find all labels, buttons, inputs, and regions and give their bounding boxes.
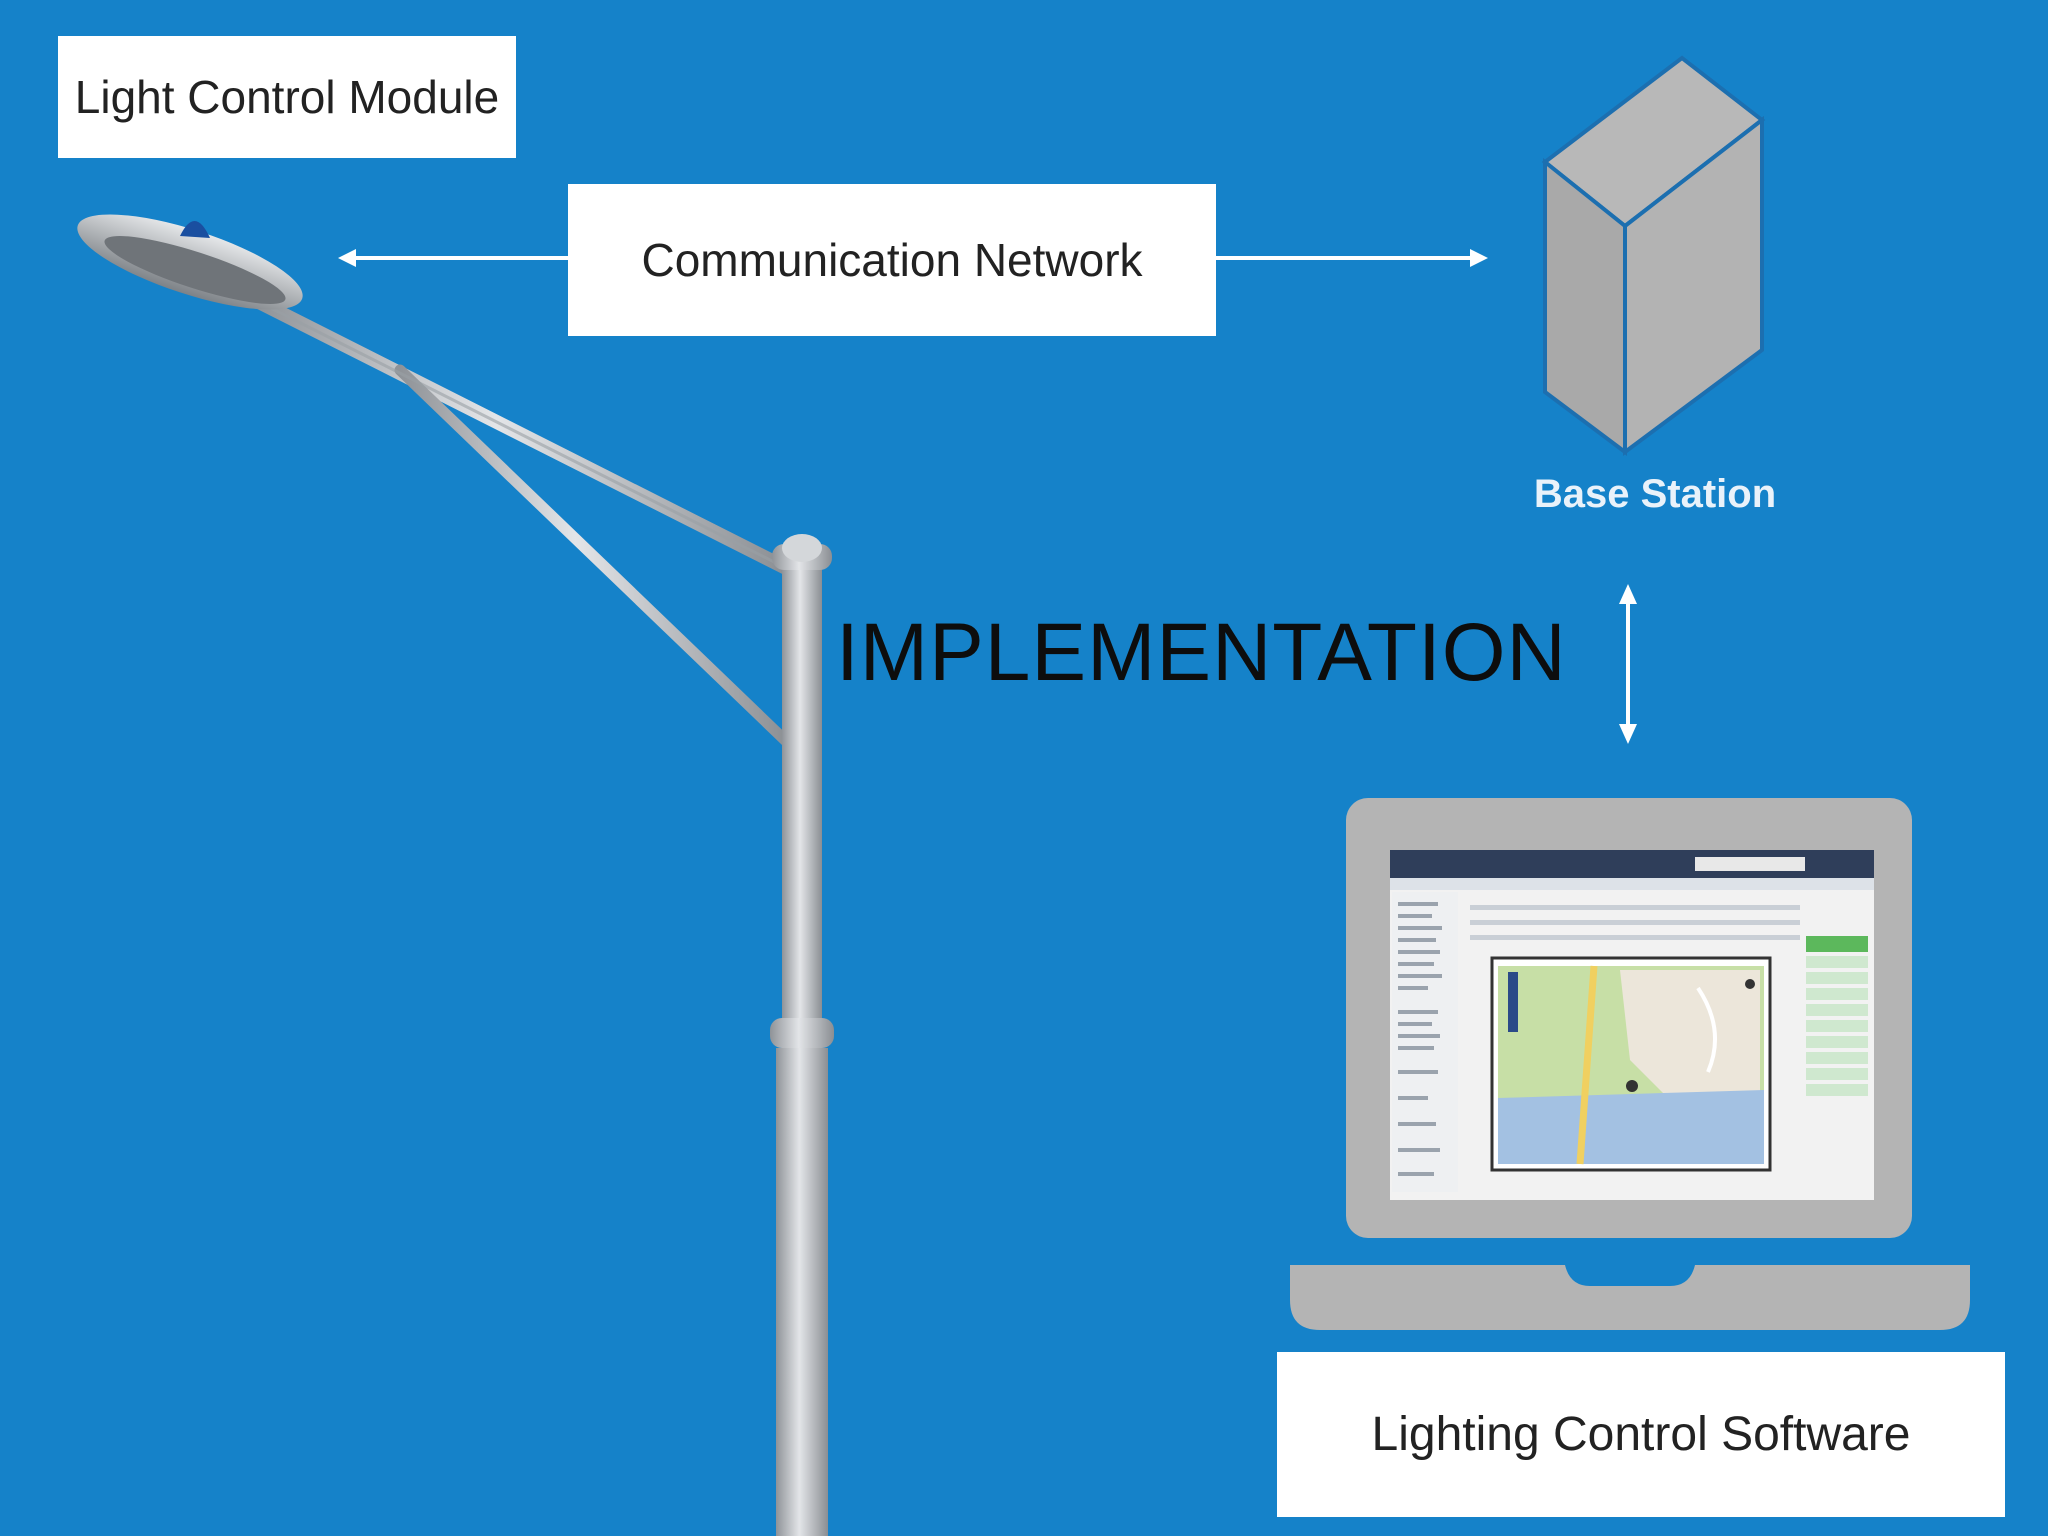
communication-network-label: Communication Network xyxy=(568,184,1216,336)
comm-arrow-left xyxy=(338,249,568,267)
communication-network-text: Communication Network xyxy=(641,234,1143,286)
software-screen xyxy=(1390,850,1874,1192)
comm-arrow-right xyxy=(1216,249,1488,267)
base-station-icon xyxy=(1541,55,1766,456)
base-station-label: Base Station xyxy=(1533,472,1777,516)
light-control-module-label: Light Control Module xyxy=(58,36,516,158)
light-control-module-text: Light Control Module xyxy=(74,71,500,123)
lighting-control-software-text: Lighting Control Software xyxy=(1371,1408,1911,1461)
page-title: IMPLEMENTATION xyxy=(836,607,1567,698)
base-to-software-arrow xyxy=(1619,584,1637,744)
lighting-control-software-label: Lighting Control Software xyxy=(1277,1352,2005,1517)
street-lamp-icon xyxy=(77,214,834,1536)
map-screen-icon xyxy=(1490,956,1772,1172)
